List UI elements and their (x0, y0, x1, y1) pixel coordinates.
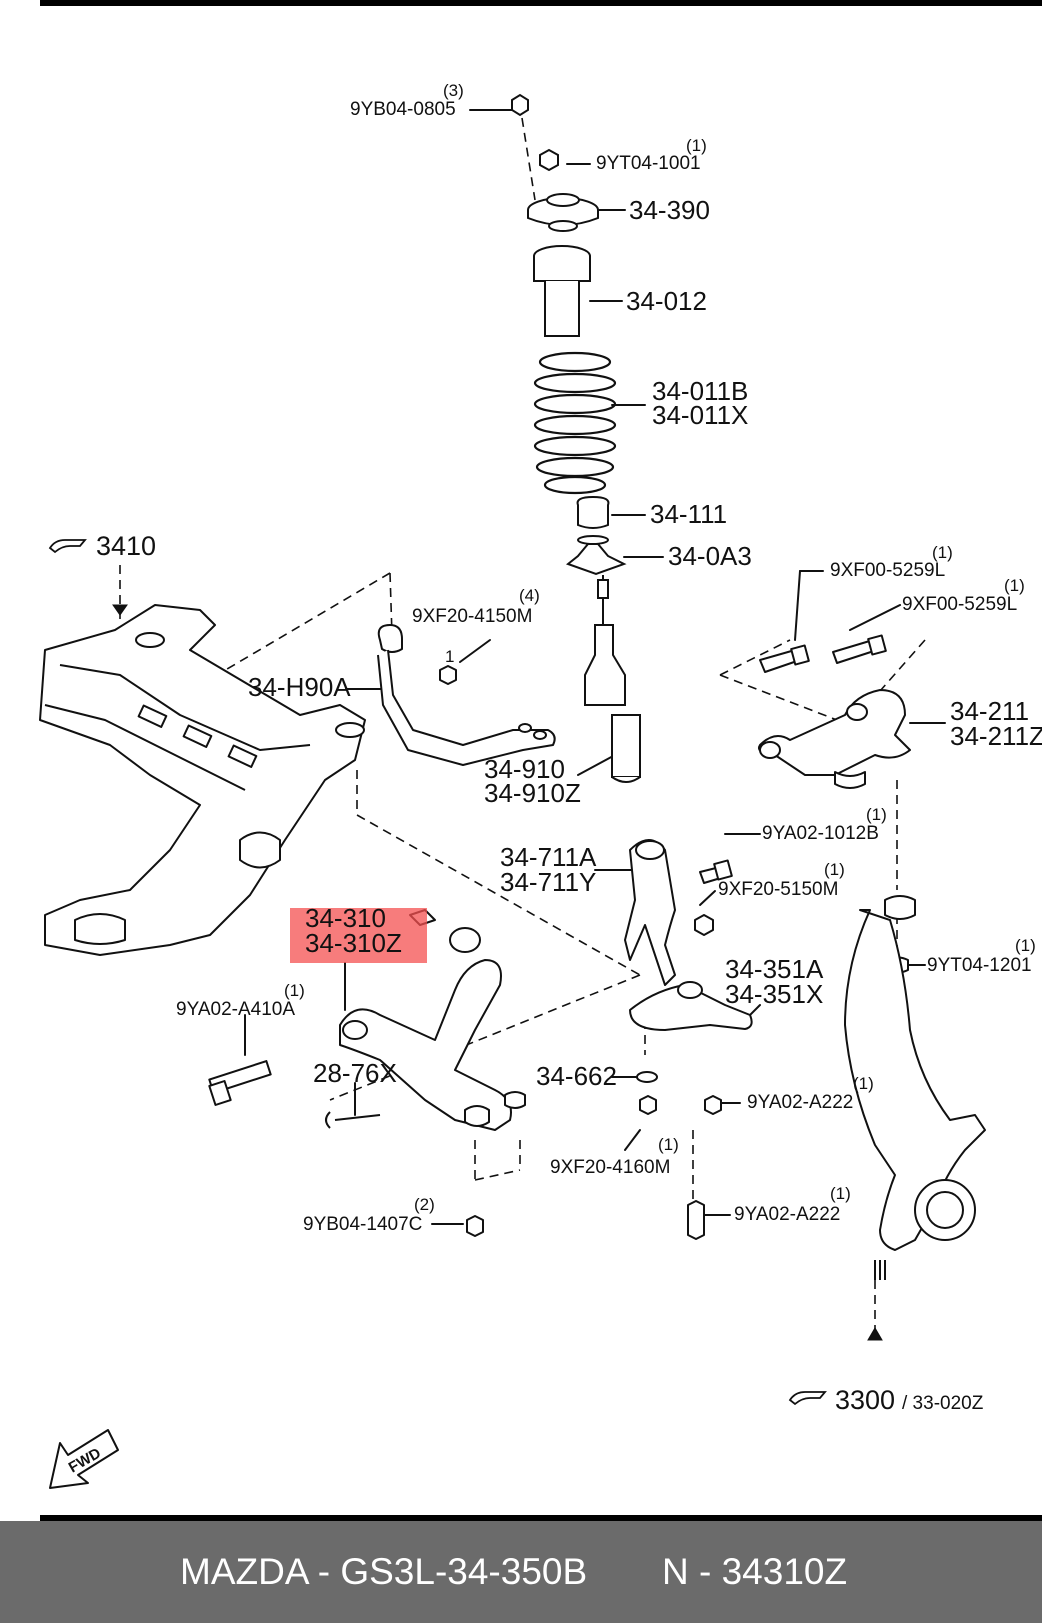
qty-label: (1) (824, 860, 845, 879)
qty-label: (1) (853, 1074, 874, 1093)
reference-3300[interactable]: 3300 (835, 1385, 896, 1415)
part-label[interactable]: 9YT04-1001 (596, 153, 701, 174)
part-label[interactable]: 34-011B (652, 376, 749, 406)
part-label[interactable]: 9YT04-1201 (927, 955, 1032, 976)
qty-label: (3) (443, 81, 464, 100)
footer-rule (40, 1515, 1042, 1521)
reference-33-020z[interactable]: / 33-020Z (902, 1393, 984, 1414)
qty-label: (1) (686, 136, 707, 155)
part-label[interactable]: 9YA02-1012B (762, 823, 879, 844)
part-label[interactable]: 34-390 (629, 195, 710, 225)
part-label[interactable]: 34-910Z (484, 778, 581, 808)
part-label[interactable]: 9YA02-A410A (176, 999, 296, 1020)
part-label[interactable]: 9XF20-4150M (412, 606, 533, 627)
part-label[interactable]: 9XF00-5259L (830, 560, 946, 581)
qty-label: (2) (414, 1195, 435, 1214)
top-rule (40, 0, 1042, 6)
part-label[interactable]: 9YB04-0805 (350, 99, 456, 120)
part-label[interactable]: 34-711A (500, 842, 597, 872)
part-label[interactable]: 34-351A (725, 954, 824, 984)
part-label[interactable]: 34-011X (652, 400, 749, 430)
part-label[interactable]: 34-012 (626, 286, 707, 316)
part-label-highlighted[interactable]: 34-310Z (305, 928, 402, 958)
part-label[interactable]: 9XF20-5150M (718, 879, 839, 900)
part-label[interactable]: 34-662 (536, 1061, 617, 1091)
part-label[interactable]: 34-211 (950, 696, 1030, 726)
qty-label: (1) (658, 1135, 679, 1154)
part-label[interactable]: 9YA02-A222 (747, 1092, 854, 1113)
part-label[interactable]: 34-711Y (500, 867, 597, 897)
part-label[interactable]: 9XF20-4160M (550, 1157, 671, 1178)
caption-part-number: MAZDA - GS3L-34-350B (180, 1551, 588, 1592)
caption-bar: MAZDA - GS3L-34-350B N - 34310Z (0, 1521, 1042, 1623)
qty-label: (1) (932, 543, 953, 562)
exploded-parts-diagram (39, 93, 986, 1489)
qty-label: (1) (1015, 936, 1036, 955)
qty-label: (1) (830, 1184, 851, 1203)
part-label[interactable]: 34-351X (725, 979, 824, 1009)
qty-label: (1) (1004, 576, 1025, 595)
part-label[interactable]: 34-211Z (950, 721, 1042, 751)
part-label[interactable]: 34-0A3 (668, 541, 752, 571)
part-label[interactable]: 34-H90A (248, 672, 351, 702)
caption-oem-number: N - 34310Z (662, 1551, 848, 1592)
part-label[interactable]: 28-76X (313, 1058, 397, 1088)
qty-label: (1) (866, 805, 887, 824)
part-label[interactable]: 34-111 (650, 499, 728, 529)
highlight-box (290, 908, 427, 963)
qty-label: (4) (519, 586, 540, 605)
part-label[interactable]: 9YA02-A222 (734, 1204, 841, 1225)
qty-label: (1) (284, 981, 305, 1000)
reference-3410[interactable]: 3410 (96, 531, 157, 561)
qty-label: 1 (445, 647, 455, 666)
part-label-highlighted[interactable]: 34-310 (305, 903, 386, 933)
part-label[interactable]: 34-910 (484, 754, 565, 784)
part-label[interactable]: 9XF00-5259L (902, 594, 1018, 615)
part-label[interactable]: 9YB04-1407C (303, 1214, 423, 1235)
